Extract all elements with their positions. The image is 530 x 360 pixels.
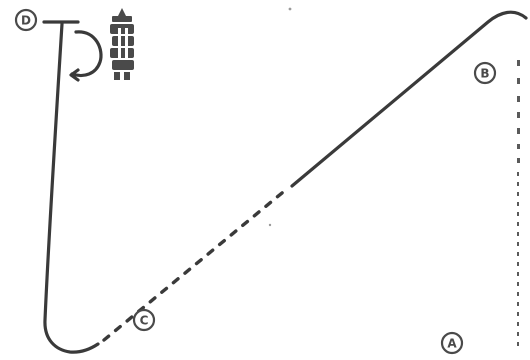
speck bbox=[288, 7, 292, 11]
edge-marks bbox=[517, 60, 520, 346]
marker-c-label: C bbox=[140, 314, 149, 328]
route-segment-mid-to-b bbox=[290, 10, 528, 188]
route-segment-c-to-mid-dashed bbox=[102, 186, 290, 342]
route-segment-hook bbox=[70, 30, 103, 78]
marker-a-label: A bbox=[447, 337, 457, 351]
speck bbox=[268, 223, 272, 227]
route-segment-d-to-c bbox=[43, 22, 100, 354]
route-arrowhead bbox=[69, 68, 80, 82]
marker-a: A bbox=[440, 331, 464, 355]
plant-figure-icon bbox=[110, 8, 134, 80]
marker-d: D bbox=[14, 8, 38, 32]
marker-d-label: D bbox=[21, 14, 31, 28]
marker-c: C bbox=[132, 308, 156, 332]
marker-b: B bbox=[473, 61, 497, 85]
marker-b-label: B bbox=[480, 67, 489, 81]
